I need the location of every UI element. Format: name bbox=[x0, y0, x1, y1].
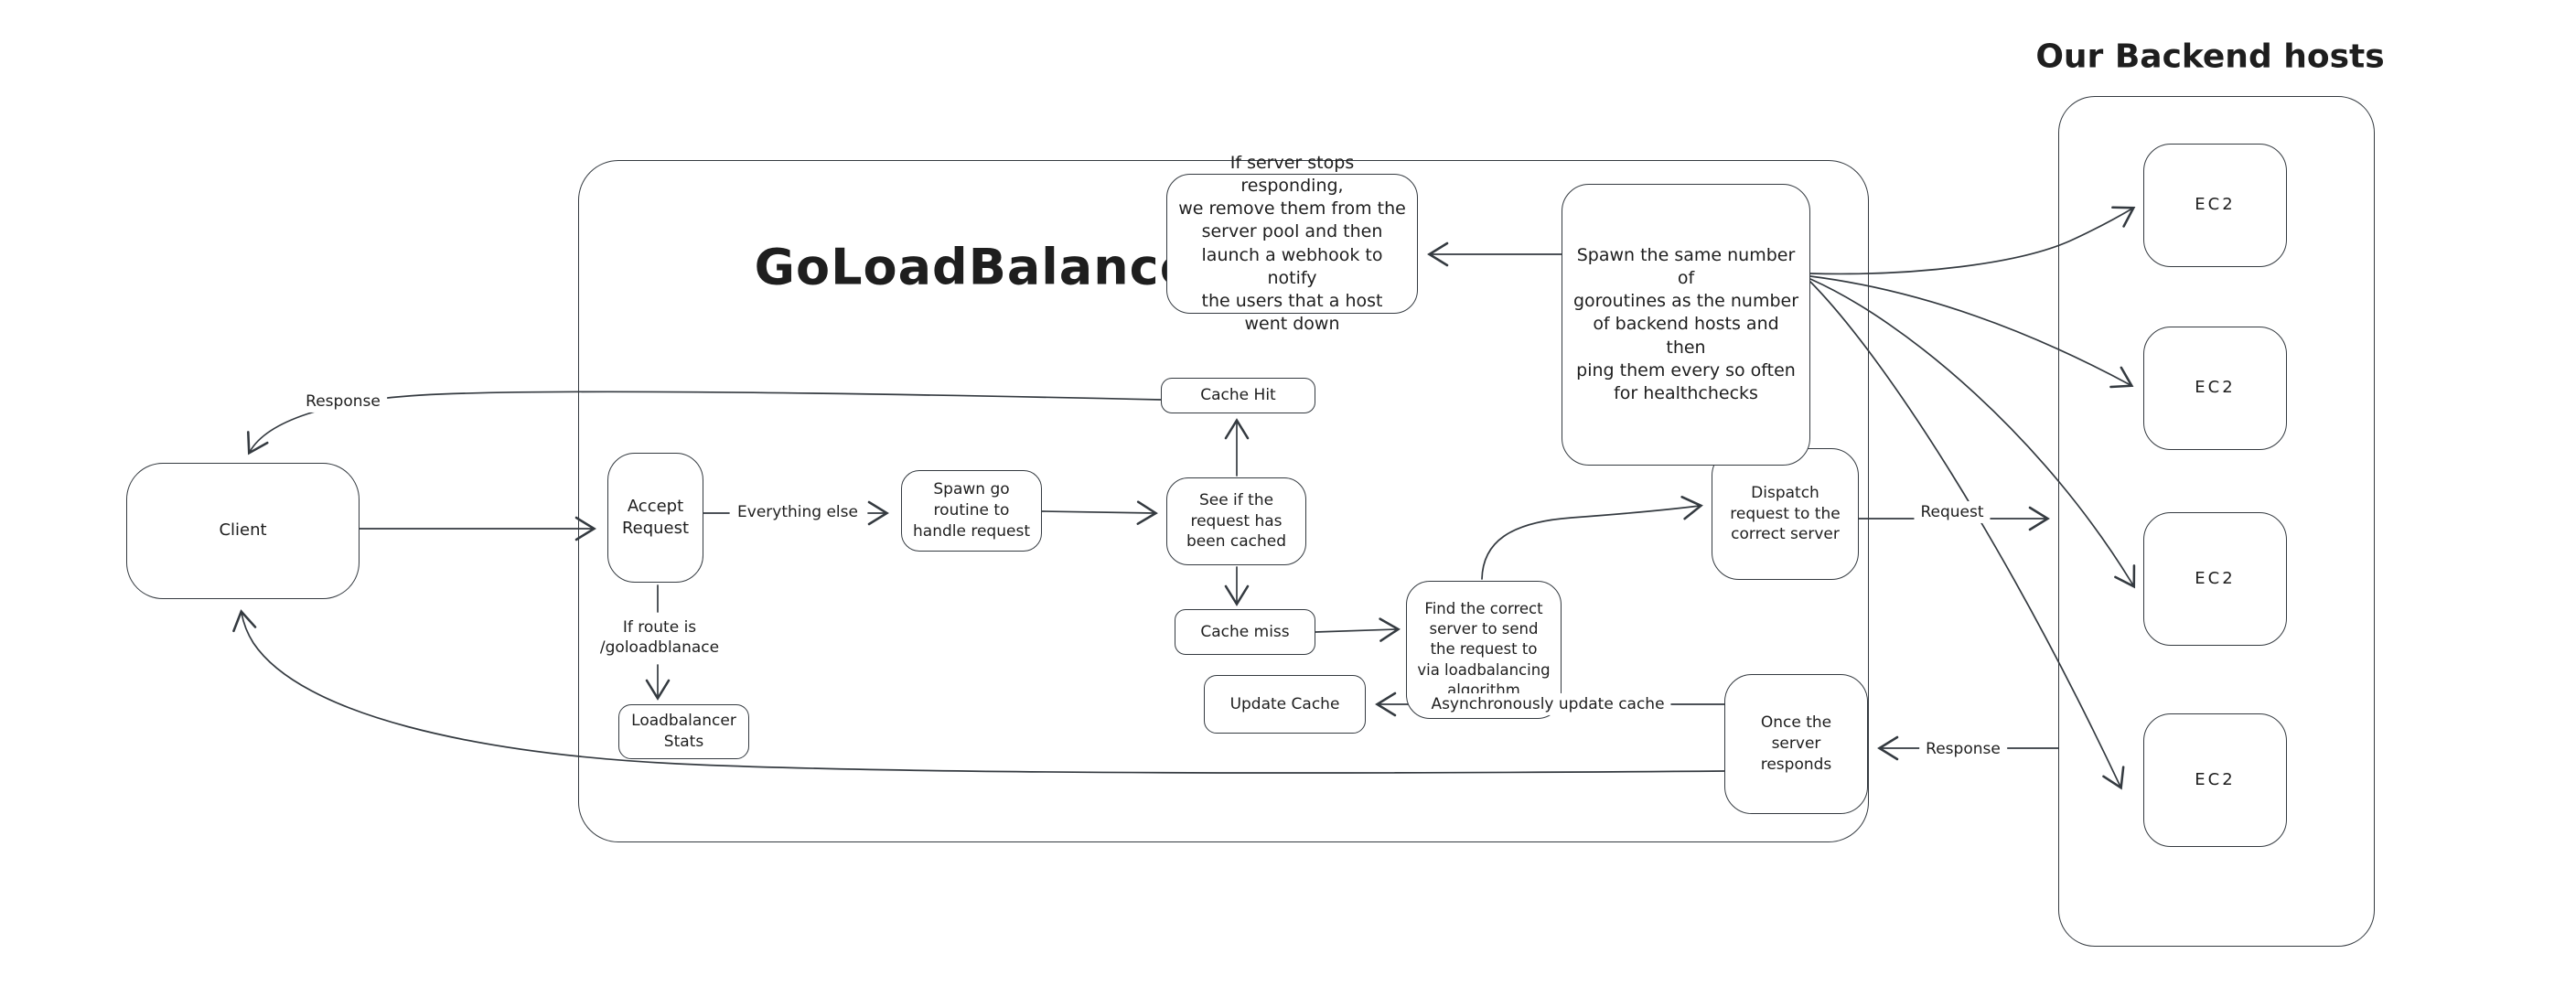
note-webhook[interactable]: If server stops responding, we remove th… bbox=[1166, 153, 1418, 334]
node-loadbalancer-stats[interactable]: Loadbalancer Stats bbox=[618, 704, 749, 759]
node-cache-hit[interactable]: Cache Hit bbox=[1161, 378, 1315, 413]
node-dispatch[interactable]: Dispatch request to the correct server bbox=[1712, 448, 1859, 580]
edge-label-request[interactable]: Request bbox=[1914, 500, 1991, 524]
backend-hosts-title[interactable]: Our Backend hosts bbox=[2035, 38, 2385, 76]
edge-label-response-to-client[interactable]: Response bbox=[299, 390, 387, 413]
node-cache-miss[interactable]: Cache miss bbox=[1175, 609, 1315, 655]
edge-label-response-from-backend[interactable]: Response bbox=[1919, 737, 2007, 761]
node-ec2-3[interactable]: EC2 bbox=[2143, 512, 2287, 646]
edge-label-async-update[interactable]: Asynchronously update cache bbox=[1424, 692, 1671, 716]
goloadbalance-title[interactable]: GoLoadBalance bbox=[754, 238, 1195, 296]
node-check-cache[interactable]: See if the request has been cached bbox=[1166, 477, 1306, 565]
node-ec2-2[interactable]: EC2 bbox=[2143, 327, 2287, 450]
node-ec2-1[interactable]: EC2 bbox=[2143, 144, 2287, 267]
edge-label-stats-route[interactable]: If route is /goloadblanace bbox=[593, 616, 726, 659]
node-once-responds[interactable]: Once the server responds bbox=[1724, 674, 1868, 814]
node-update-cache[interactable]: Update Cache bbox=[1204, 675, 1366, 734]
node-client[interactable]: Client bbox=[126, 463, 360, 599]
node-ec2-4[interactable]: EC2 bbox=[2143, 713, 2287, 847]
edge-label-everything-else[interactable]: Everything else bbox=[731, 500, 864, 524]
note-healthchecks[interactable]: Spawn the same number of goroutines as t… bbox=[1562, 184, 1810, 466]
node-spawn-routine[interactable]: Spawn go routine to handle request bbox=[901, 470, 1042, 552]
node-accept-request[interactable]: Accept Request bbox=[607, 453, 703, 583]
